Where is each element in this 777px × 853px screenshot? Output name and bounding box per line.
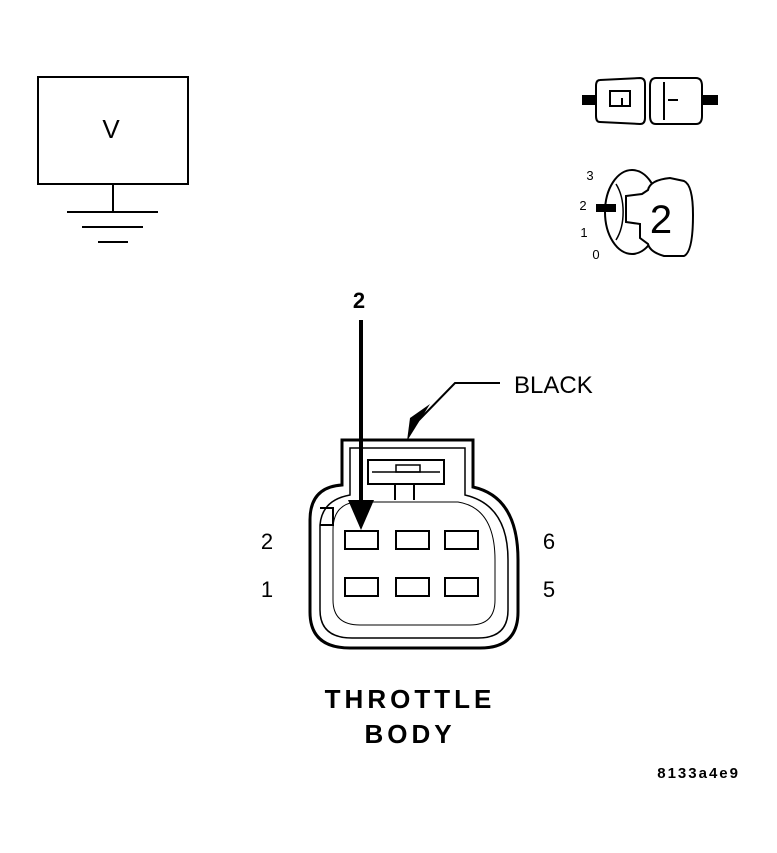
ground-icon: [67, 184, 158, 243]
figure-id: 8133a4e9: [657, 765, 740, 782]
switch-position-value: 2: [650, 198, 672, 242]
ignition-switch-icon: 3 2 1 0 2: [579, 168, 695, 262]
pin-number-left-top: 2: [261, 529, 273, 554]
terminal: [444, 530, 479, 550]
voltmeter-box: [37, 76, 189, 185]
connector-color-label: BLACK: [514, 372, 593, 399]
switch-scale-2: 2: [579, 198, 586, 213]
connector-plug-icon: [582, 76, 718, 126]
pin-number-right-top: 6: [543, 529, 555, 554]
probe-tip: [348, 440, 374, 530]
switch-scale-0: 0: [592, 247, 599, 262]
switch-scale-1: 1: [580, 225, 587, 240]
terminal: [344, 530, 379, 550]
pin-number-left-bottom: 1: [261, 577, 273, 602]
pin-number-right-bottom: 5: [543, 577, 555, 602]
voltmeter: V: [37, 76, 189, 243]
terminal: [395, 577, 430, 597]
switch-scale-3: 3: [586, 168, 593, 183]
connector-name-line2: BODY: [364, 719, 455, 749]
connector-name-line1: THROTTLE: [325, 684, 496, 714]
voltmeter-label: V: [102, 114, 120, 144]
probe-pin-label: 2: [353, 288, 365, 313]
terminal: [444, 577, 479, 597]
color-leader-arrow: BLACK: [407, 372, 593, 441]
terminal: [395, 530, 430, 550]
terminal: [344, 577, 379, 597]
throttle-body-connector: [308, 438, 520, 650]
